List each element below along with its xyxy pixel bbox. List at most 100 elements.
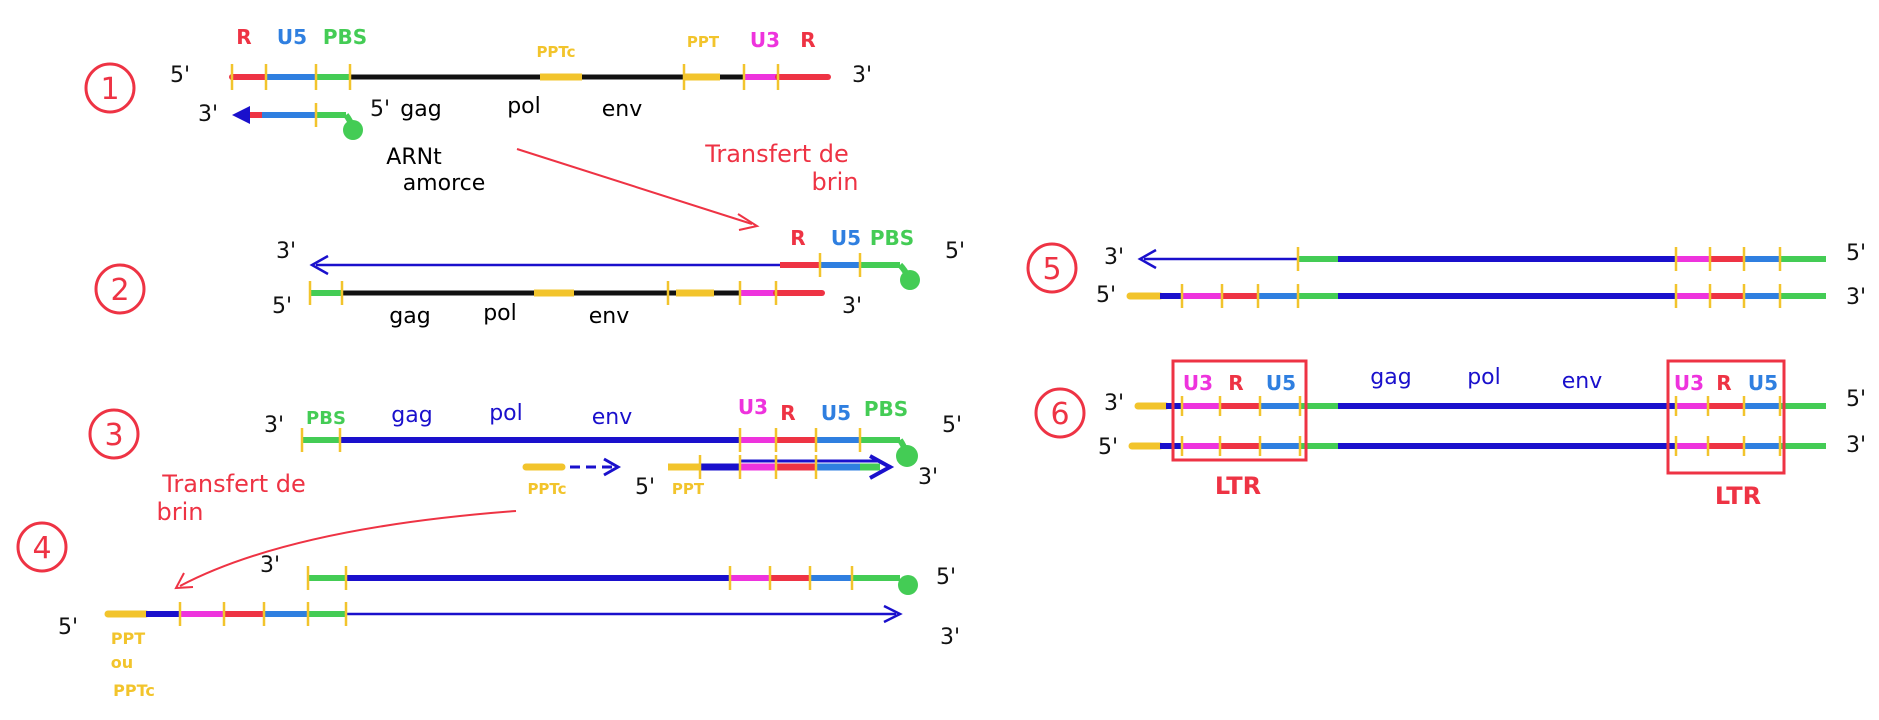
- step-6-gene-gag: gag: [1370, 365, 1411, 390]
- step-1-gag-5prime: 5': [370, 97, 390, 122]
- step-4-number: 4: [32, 531, 51, 566]
- step-2-label-U5: U5: [831, 226, 861, 250]
- ltr-label-right: LTR: [1715, 482, 1761, 510]
- step-1-circle: [84, 62, 136, 114]
- step-6-gene-env: env: [1562, 369, 1603, 394]
- step-4-ppt-or-3: PPTc: [113, 681, 155, 700]
- step-3-gene-gag: gag: [391, 403, 432, 428]
- step-6-ticks: [1180, 396, 1782, 456]
- step-2-top-ticks: [818, 253, 862, 277]
- transfer-2-line2: brin: [157, 498, 204, 526]
- step-1-label-PBS: PBS: [323, 25, 367, 49]
- step-3: 3 3' PBS gag pol env U3 R U5 PBS 5' PPTc…: [88, 395, 962, 526]
- step-2-dna-3prime: 3': [276, 239, 296, 264]
- step-2-trna-primer: [900, 270, 920, 290]
- step-3-top-3prime: 3': [264, 413, 284, 438]
- step-5-bottom-ticks: [1180, 284, 1782, 308]
- step-6-bottom-3prime: 3': [1846, 433, 1866, 458]
- step-3-label-PPT: PPT: [672, 480, 705, 498]
- step-6-top-3prime: 3': [1104, 391, 1124, 416]
- step-3-pptc-arrowhead: [603, 457, 622, 477]
- transfer-2-arrowhead: [174, 572, 194, 590]
- transfer-1-line1: Transfert de: [704, 140, 849, 168]
- step-6-number: 6: [1050, 397, 1069, 432]
- step-1-rna-3prime: 3': [852, 63, 872, 88]
- step-1-gene-env: env: [602, 97, 643, 122]
- step-5-number: 5: [1042, 252, 1061, 287]
- step-3-bottom-3prime: 3': [918, 465, 938, 490]
- transfer-1-arrow: [516, 148, 753, 225]
- step-6-left-label-U5: U5: [1266, 371, 1296, 395]
- step-5-circle: [1026, 242, 1078, 294]
- step-4-ppt-or-2: ou: [111, 653, 133, 672]
- step-4-bottom-3prime: 3': [940, 625, 960, 650]
- step-3-top-ticks: [300, 428, 862, 452]
- step-6-right-label-U5: U5: [1748, 371, 1778, 395]
- step-4-bottom-arrowhead: [883, 604, 903, 624]
- step-3-circle: [88, 408, 140, 460]
- step-2-rna-5prime: 5': [272, 294, 292, 319]
- step-3-number: 3: [104, 418, 123, 453]
- step-3-label-R: R: [780, 401, 795, 425]
- step-4: 4 3' 5' 5' 3' PPT ou: [16, 510, 960, 700]
- step-3-label-PBS2: PBS: [864, 397, 908, 421]
- step-3-top-5prime: 5': [942, 413, 962, 438]
- step-3-label-U5: U5: [821, 401, 851, 425]
- step-2-dna-5prime: 5': [945, 239, 965, 264]
- step-5-bottom-3prime: 3': [1846, 285, 1866, 310]
- step-1-trna-primer: [343, 120, 363, 140]
- step-3-gene-pol: pol: [489, 401, 523, 426]
- transfer-1-line2: brin: [812, 168, 859, 196]
- step-6-left-label-U3: U3: [1183, 371, 1213, 395]
- step-4-top-ticks: [306, 566, 854, 590]
- step-2-gene-env: env: [589, 304, 630, 329]
- step-2-number: 2: [110, 273, 129, 308]
- step-4-bottom-5prime: 5': [58, 615, 78, 640]
- step-1-label-U5: U5: [277, 25, 307, 49]
- step-4-bottom-ticks: [178, 602, 348, 626]
- ltr-label-left: LTR: [1215, 472, 1261, 500]
- step-4-ppt-or-1: PPT: [111, 629, 145, 648]
- step-4-top-5prime: 5': [936, 565, 956, 590]
- step-5-bottom-5prime: 5': [1096, 283, 1116, 308]
- step-1-trna-line2: amorce: [403, 171, 486, 196]
- step-2-bottom-ticks: [308, 281, 778, 305]
- step-5-top-5prime: 5': [1846, 241, 1866, 266]
- step-1-label-PPT: PPT: [687, 33, 720, 51]
- step-1-trna-line1: ARNt: [386, 145, 442, 170]
- step-6-gene-pol: pol: [1467, 365, 1501, 390]
- step-1-ticks: [230, 64, 780, 90]
- step-6-circle: [1034, 387, 1086, 439]
- step-1-rna-5prime: 5': [170, 63, 190, 88]
- step-6-left-label-R: R: [1228, 371, 1243, 395]
- step-1: 1 R U5 PBS PPTc PPT U3 R 5' 3' 3': [84, 25, 872, 231]
- step-3-trna-primer: [896, 445, 918, 467]
- step-2-label-PBS: PBS: [870, 226, 914, 250]
- step-5-top-3prime: 3': [1104, 245, 1124, 270]
- step-2-gene-gag: gag: [389, 304, 430, 329]
- step-6: 6 U3 R U5 gag pol env U3 R U5 3' 5' 5': [1034, 359, 1866, 510]
- step-1-number: 1: [100, 72, 119, 107]
- step-1-gene-gag: gag: [400, 97, 441, 122]
- step-1-label-PPTc: PPTc: [536, 43, 575, 61]
- step-2-label-R: R: [790, 226, 805, 250]
- step-6-top-5prime: 5': [1846, 387, 1866, 412]
- step-6-right-label-R: R: [1716, 371, 1731, 395]
- step-6-bottom-5prime: 5': [1098, 435, 1118, 460]
- step-4-top-3prime: 3': [260, 553, 280, 578]
- step-2-rna-3prime: 3': [842, 294, 862, 319]
- step-3-bottom-5prime: 5': [635, 475, 655, 500]
- step-1-gene-pol: pol: [507, 94, 541, 119]
- step-5-top-arrowhead: [1137, 248, 1157, 270]
- step-5-top-ticks: [1296, 247, 1782, 271]
- step-1-label-R: R: [236, 25, 251, 49]
- step-3-label-U3: U3: [738, 395, 768, 419]
- step-6-right-label-U3: U3: [1674, 371, 1704, 395]
- step-2-dna-arrowhead: [309, 254, 329, 276]
- step-3-label-PBS: PBS: [306, 408, 346, 429]
- transfer-1-arrowhead: [737, 213, 760, 231]
- step-3-bottom-arrowhead: [869, 454, 895, 480]
- step-3-label-PPTc: PPTc: [527, 480, 566, 498]
